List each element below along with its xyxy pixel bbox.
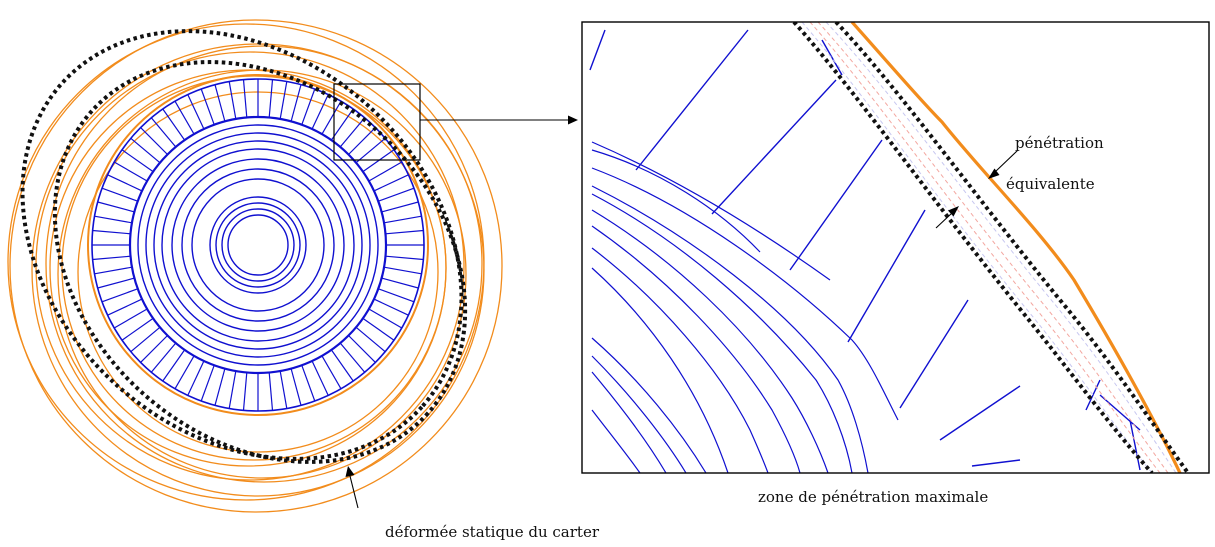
blade-line bbox=[330, 108, 354, 141]
blade-line bbox=[321, 100, 342, 135]
penetration-label-line1: pénétration bbox=[1015, 134, 1104, 152]
blade-line bbox=[268, 372, 274, 411]
blade-line bbox=[150, 117, 177, 148]
blade-line bbox=[290, 84, 302, 122]
blade-line bbox=[187, 360, 205, 396]
blade-line bbox=[348, 127, 376, 155]
blade-line bbox=[311, 94, 329, 130]
zoom-selection-box bbox=[333, 83, 421, 161]
blade-line bbox=[279, 370, 288, 409]
blade-line bbox=[301, 88, 316, 125]
rotor-overview bbox=[7, 19, 503, 513]
blade-line bbox=[339, 117, 366, 148]
hub-arcs bbox=[591, 141, 899, 473]
zoom-panel: pénétration équivalente bbox=[581, 21, 1210, 474]
blade-line bbox=[187, 94, 205, 130]
blade-line bbox=[130, 137, 161, 164]
blade-line bbox=[330, 349, 354, 382]
blade-line bbox=[113, 308, 148, 329]
blade-line bbox=[107, 298, 143, 316]
blade-line bbox=[228, 370, 237, 409]
blade-line bbox=[200, 365, 215, 402]
blade-line bbox=[174, 100, 195, 135]
blade-line bbox=[214, 84, 226, 122]
blade-line bbox=[279, 81, 288, 120]
blade-line bbox=[339, 342, 366, 373]
penetration-rings bbox=[801, 22, 1177, 473]
zoom-blades bbox=[589, 29, 1141, 471]
blade-line bbox=[385, 255, 424, 261]
blade-line bbox=[368, 161, 403, 182]
blade-line bbox=[383, 266, 422, 275]
casing-profile bbox=[850, 22, 1182, 473]
blade-line bbox=[214, 368, 226, 406]
blade-line bbox=[311, 360, 329, 396]
blade-line bbox=[290, 368, 302, 406]
blade-line bbox=[381, 277, 419, 289]
blade-line bbox=[94, 266, 133, 275]
blade-line bbox=[162, 349, 186, 382]
penetration-arrows bbox=[935, 149, 1019, 229]
blade-line bbox=[97, 277, 135, 289]
blade-line bbox=[200, 88, 215, 125]
blade-line bbox=[113, 161, 148, 182]
zoom-caption: zone de pénétration maximale bbox=[758, 488, 988, 506]
blade-line bbox=[242, 79, 248, 118]
blade-line bbox=[242, 372, 248, 411]
blade-ring bbox=[87, 74, 429, 416]
penetration-label-line2: équivalente bbox=[1006, 175, 1095, 193]
blade-line bbox=[140, 335, 168, 363]
blade-line bbox=[121, 149, 154, 173]
blade-line bbox=[383, 215, 422, 224]
blade-line bbox=[174, 355, 195, 390]
blade-line bbox=[268, 79, 274, 118]
blade-line bbox=[130, 326, 161, 353]
blade-line bbox=[378, 288, 415, 303]
blade-line bbox=[373, 298, 409, 316]
blade-line bbox=[97, 201, 135, 213]
casing-arrow bbox=[345, 466, 359, 509]
rotor-rings bbox=[137, 124, 379, 366]
blade-line bbox=[373, 174, 409, 192]
blade-line bbox=[348, 335, 376, 363]
blade-line bbox=[378, 187, 415, 202]
blade-line bbox=[321, 355, 342, 390]
casing-caption: déformée statique du carter bbox=[385, 523, 600, 541]
blade-line bbox=[368, 308, 403, 329]
blade-line bbox=[150, 342, 177, 373]
blade-line bbox=[121, 317, 154, 341]
deformed-casing-ellipses bbox=[20, 29, 468, 464]
blade-line bbox=[92, 255, 131, 261]
blade-line bbox=[94, 215, 133, 224]
zoom-arrow bbox=[420, 115, 578, 125]
zoom-frame bbox=[581, 21, 1210, 474]
blade-line bbox=[101, 288, 138, 303]
blade-line bbox=[381, 201, 419, 213]
blade-line bbox=[162, 108, 186, 141]
blade-line bbox=[362, 317, 395, 341]
blade-line bbox=[101, 187, 138, 202]
deformed-casing-zoom bbox=[792, 22, 1190, 473]
blade-line bbox=[92, 229, 131, 235]
casing-rings bbox=[7, 19, 503, 513]
blade-line bbox=[301, 365, 316, 402]
blade-line bbox=[355, 137, 386, 164]
blade-line bbox=[228, 81, 237, 120]
blade-line bbox=[385, 229, 424, 235]
blade-line bbox=[362, 149, 395, 173]
blade-line bbox=[140, 127, 168, 155]
blade-line bbox=[355, 326, 386, 353]
blade-line bbox=[107, 174, 143, 192]
